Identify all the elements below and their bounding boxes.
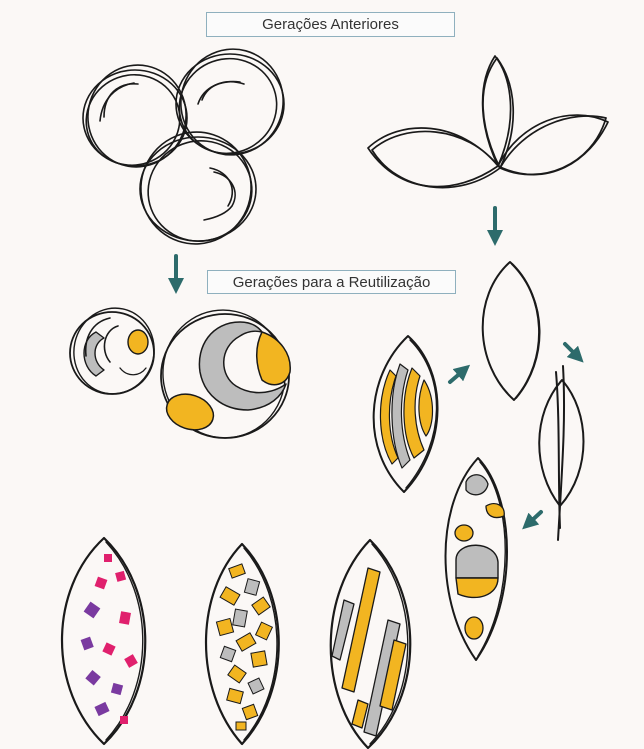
bottom-leaf-mosaic <box>206 544 279 744</box>
previous-circles-group <box>73 38 295 259</box>
arrow-to-leaf-outline <box>450 370 464 382</box>
leaf-sketch-top <box>483 56 514 168</box>
arrow-to-split-leaf <box>565 344 578 357</box>
previous-leaves-group <box>368 56 608 188</box>
reuse-leaf-outline <box>483 262 540 400</box>
reuse-circle-large <box>153 300 295 447</box>
arrow-to-pattern-leaf <box>528 512 541 524</box>
leaf-sketch-right <box>498 115 608 175</box>
circle-sketch-bottom <box>126 118 265 259</box>
bottom-leaf-stripes <box>331 540 411 748</box>
reuse-circle-small <box>66 301 162 402</box>
bottom-leaf-confetti <box>62 538 145 744</box>
leaf-sketch-left <box>368 128 500 188</box>
reuse-leaf-split <box>539 366 583 540</box>
reuse-leaf-blobs <box>446 458 508 660</box>
reuse-leaf-striped <box>374 336 438 492</box>
